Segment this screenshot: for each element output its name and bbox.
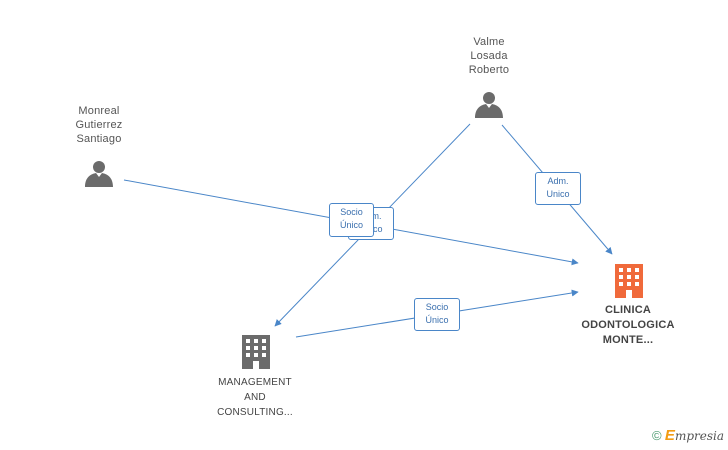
person-label-valme[interactable]: Valme Losada Roberto (437, 35, 541, 77)
building-icon[interactable] (242, 335, 270, 369)
label-line: CLINICA (604, 304, 651, 316)
label-line: Gutierrez (75, 119, 123, 131)
brand-logo-text: mpresia (674, 429, 724, 443)
edge-label-valme-clinica: Adm. Unico (535, 172, 581, 205)
copyright-symbol: © (651, 428, 662, 443)
company-label-management[interactable]: MANAGEMENT AND CONSULTING... (194, 375, 316, 420)
label-line: AND (244, 392, 266, 403)
brand-logo-initial: E (664, 427, 675, 444)
person-icon[interactable] (85, 161, 113, 187)
label-line: Santiago (76, 133, 122, 145)
label-line: ODONTOLOGICA (581, 319, 675, 331)
label-line: MANAGEMENT (218, 377, 292, 388)
person-icon[interactable] (475, 92, 503, 118)
person-label-monreal[interactable]: Monreal Gutierrez Santiago (47, 104, 151, 146)
label-line: MONTE... (602, 334, 654, 346)
label-line: Monreal (78, 105, 120, 117)
label-line: Losada (470, 50, 508, 62)
edge-label-line: Socio (425, 302, 449, 312)
label-line: CONSULTING... (217, 407, 293, 418)
edge-label-line: Adm. (547, 176, 569, 186)
company-label-clinica[interactable]: CLINICA ODONTOLOGICA MONTE... (566, 303, 690, 348)
edge-label-monreal-clinica: Socio Único (329, 203, 374, 237)
label-line: Valme (473, 36, 505, 48)
brand-footer[interactable]: © Empresia (652, 427, 724, 444)
edge-label-line: Socio (340, 207, 363, 217)
label-line: Roberto (468, 64, 510, 76)
building-icon[interactable] (615, 264, 643, 298)
edge-label-line: Único (339, 220, 363, 230)
edge-label-management-clinica: Socio Único (414, 298, 460, 331)
edge-label-line: Único (425, 315, 449, 325)
edge-label-line: Unico (546, 189, 570, 199)
